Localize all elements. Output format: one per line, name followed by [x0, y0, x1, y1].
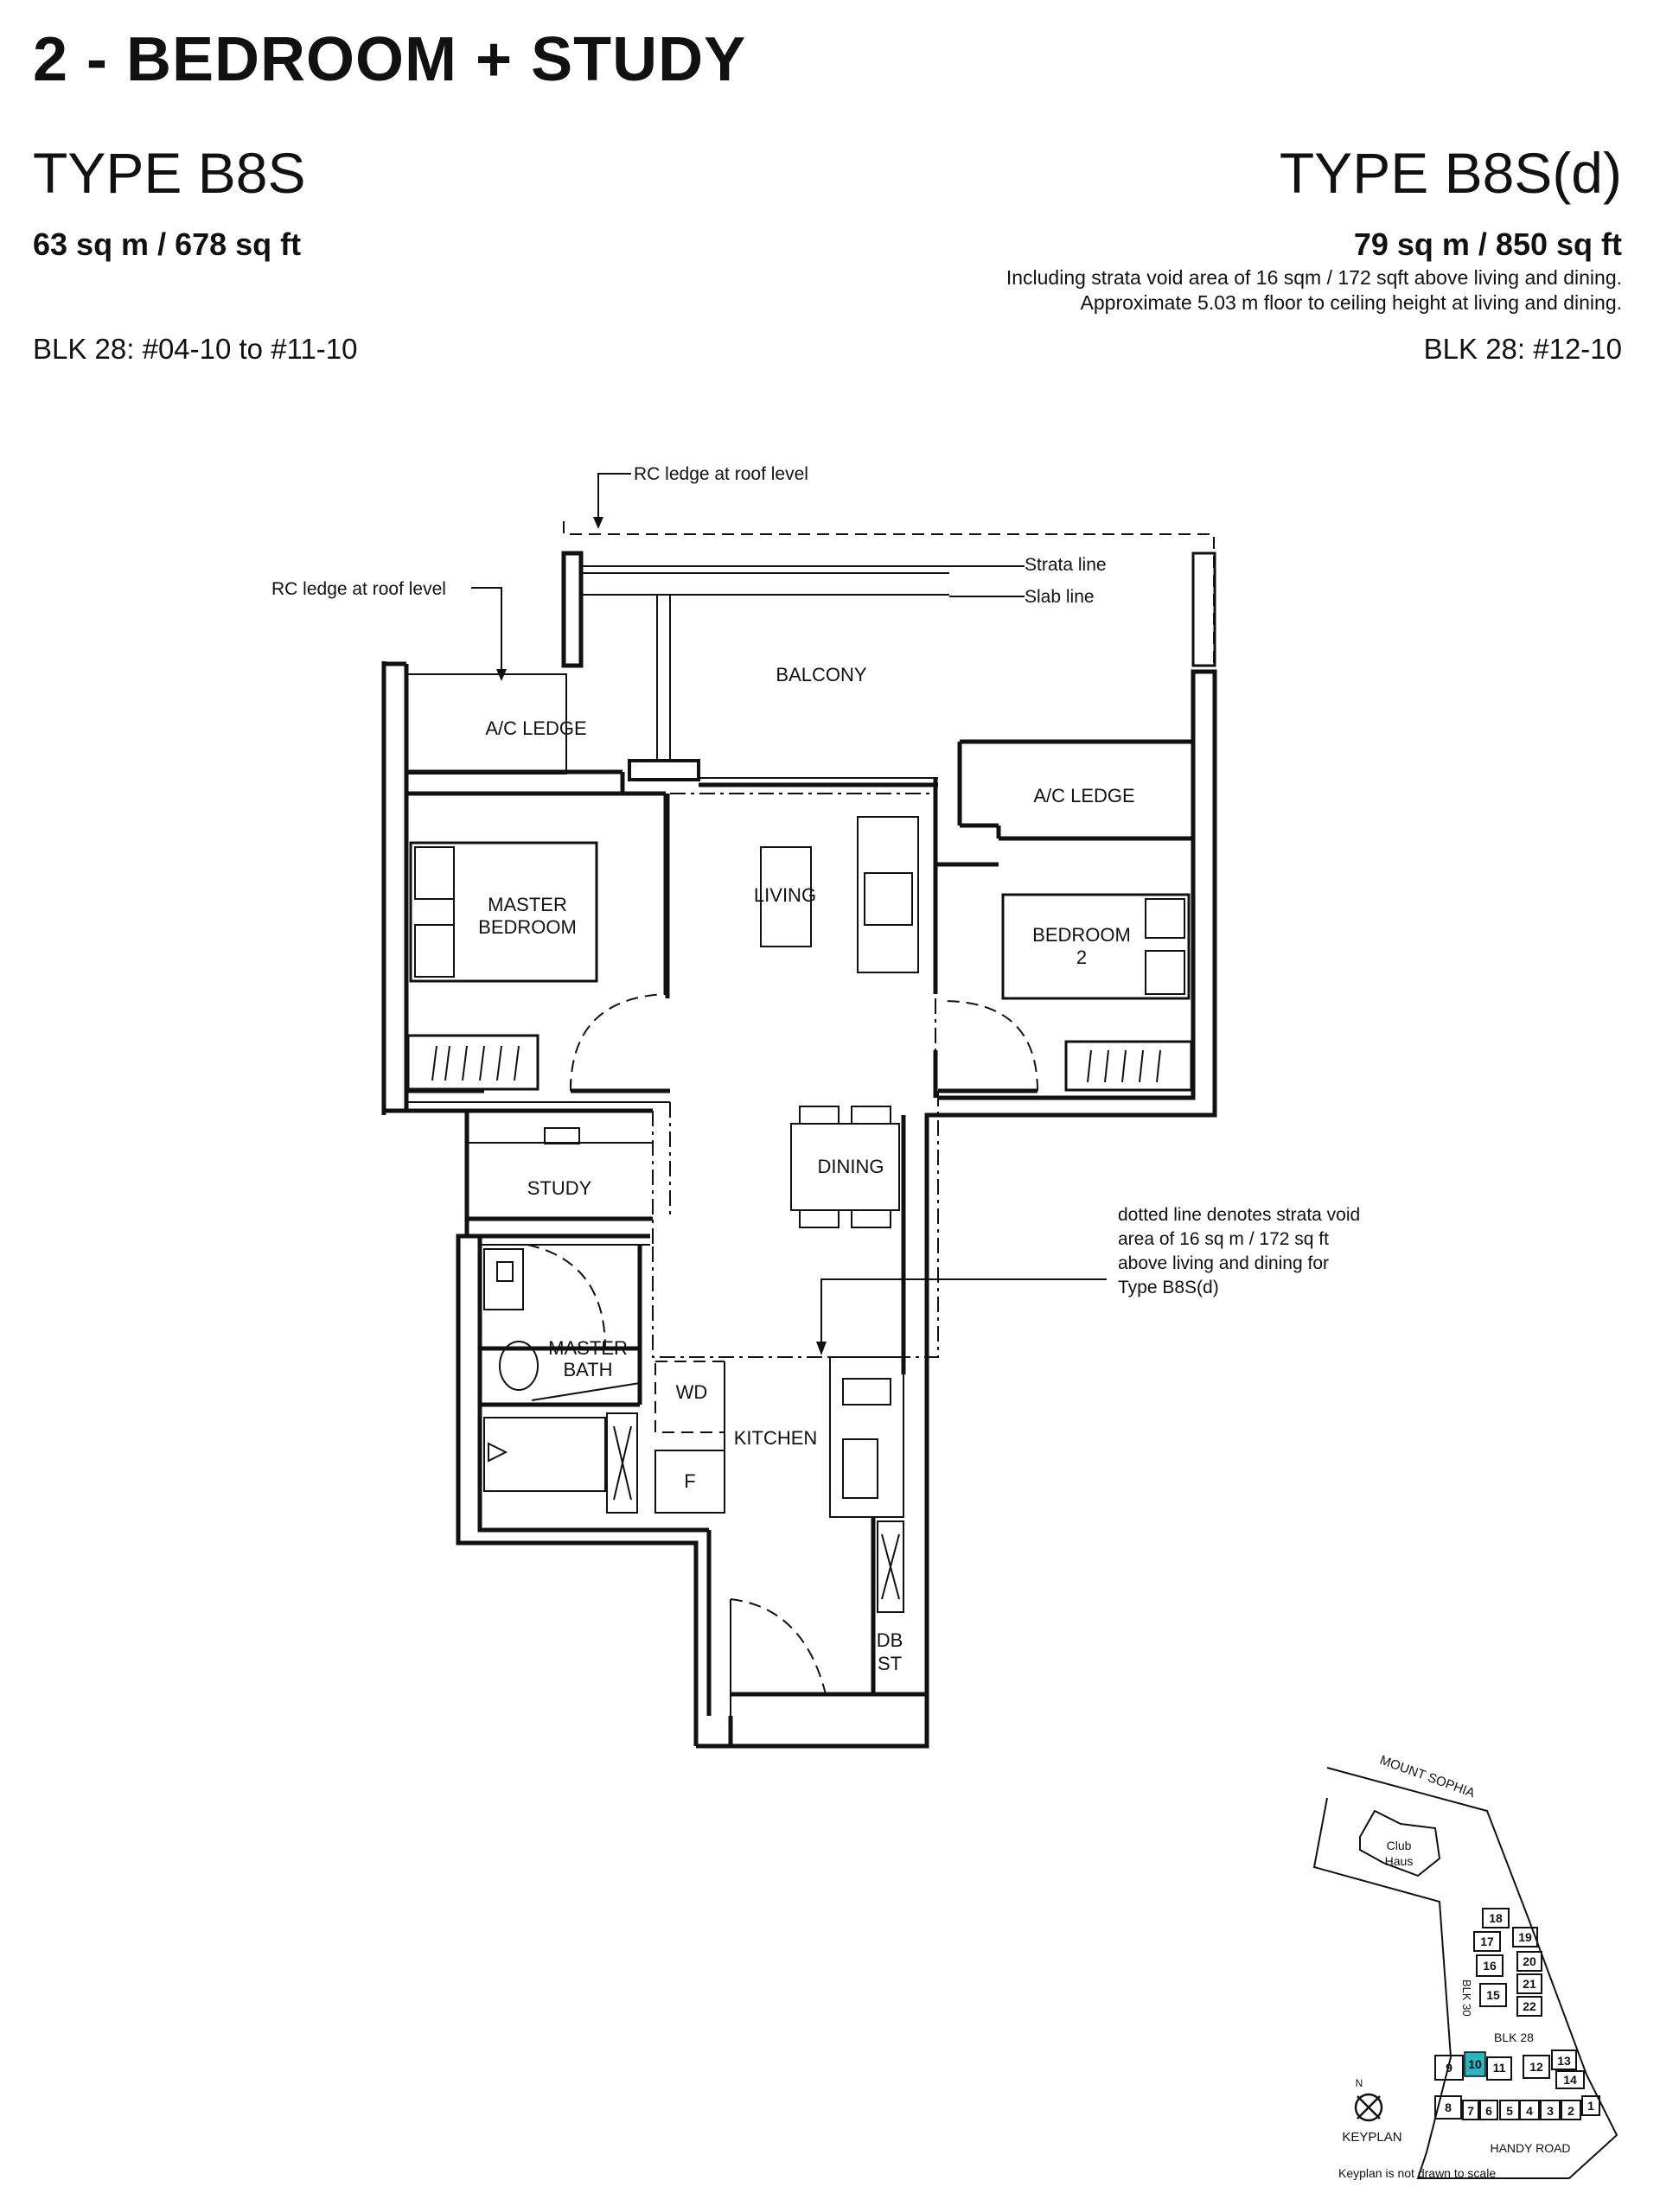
keyplan-unit-5: 5: [1506, 2104, 1513, 2118]
void-note-line4: Type B8S(d): [1118, 1278, 1219, 1297]
room-ac-ledge-right: A/C LEDGE: [1033, 785, 1134, 806]
strata-line-label: Strata line: [1025, 555, 1107, 575]
keyplan-club-l1: Club: [1387, 1839, 1412, 1852]
room-wd: WD: [676, 1381, 708, 1403]
keyplan-blk28: BLK 28: [1494, 2030, 1534, 2044]
keyplan-unit-7: 7: [1467, 2104, 1474, 2118]
ceiling-height-note: Approximate 5.03 m floor to ceiling heig…: [1080, 291, 1622, 314]
keyplan-unit-8: 8: [1445, 2100, 1452, 2114]
room-master-bath-l1: MASTER: [548, 1337, 628, 1359]
furniture: [406, 816, 1193, 1349]
block-units-left: BLK 28: #04-10 to #11-10: [33, 333, 358, 365]
interior-walls: [405, 595, 1193, 1716]
strata-void-outline: [652, 793, 939, 1358]
strata-void-note: Including strata void area of 16 sqm / 1…: [1006, 266, 1622, 289]
unit-area-right: 79 sq m / 850 sq ft: [1353, 226, 1622, 262]
room-db-l1: DB: [877, 1629, 903, 1651]
keyplan-unit-20: 20: [1523, 1954, 1536, 1968]
page-title: 2 - BEDROOM + STUDY: [33, 25, 747, 94]
keyplan-unit-2: 2: [1567, 2104, 1574, 2118]
keyplan-unit-18: 18: [1489, 1911, 1503, 1925]
keyplan-unit-16: 16: [1483, 1959, 1497, 1973]
keyplan-footnote: Keyplan is not drawn to scale: [1338, 2166, 1496, 2180]
room-dining: DINING: [818, 1156, 884, 1177]
room-study: STUDY: [527, 1177, 592, 1199]
unit-area-left: 63 sq m / 678 sq ft: [33, 226, 302, 262]
keyplan-unit-3: 3: [1547, 2104, 1554, 2118]
void-note-line1: dotted line denotes strata void: [1118, 1205, 1360, 1225]
unit-type-right: TYPE B8S(d): [1279, 141, 1622, 205]
room-balcony: BALCONY: [776, 664, 866, 685]
room-kitchen: KITCHEN: [734, 1427, 818, 1449]
keyplan-unit-22: 22: [1523, 1999, 1536, 2013]
keyplan-label: KEYPLAN: [1342, 2130, 1401, 2145]
rc-ledge-top-label: RC ledge at roof level: [634, 464, 808, 484]
keyplan-unit-10: 10: [1468, 2057, 1482, 2071]
room-db-l2: ST: [878, 1653, 902, 1674]
keyplan: MOUNT SOPHIA Club Haus BLK 30 BLK 28: [1312, 1753, 1618, 2180]
north-label: N: [1356, 2077, 1363, 2089]
block-units-right: BLK 28: #12-10: [1423, 333, 1622, 365]
keyplan-blk30: BLK 30: [1460, 1979, 1473, 2017]
unit-type-left: TYPE B8S: [33, 141, 306, 205]
north-arrow-icon: N: [1354, 2077, 1383, 2122]
slab-line-label: Slab line: [1025, 587, 1095, 607]
room-master-bath-l2: BATH: [563, 1359, 612, 1380]
room-bedroom2-l1: BEDROOM: [1032, 924, 1131, 946]
keyplan-highlight-unit: [1464, 2051, 1486, 2077]
room-fridge: F: [684, 1470, 695, 1492]
keyplan-unit-15: 15: [1486, 1988, 1500, 2002]
room-master-bedroom-l2: BEDROOM: [478, 916, 577, 938]
keyplan-unit-11: 11: [1493, 2061, 1506, 2075]
keyplan-club-l2: Haus: [1385, 1854, 1414, 1868]
keyplan-unit-4: 4: [1526, 2104, 1533, 2118]
keyplan-unit-14: 14: [1563, 2073, 1577, 2087]
void-note-line2: area of 16 sq m / 172 sq ft: [1118, 1229, 1329, 1249]
room-living: LIVING: [754, 884, 816, 906]
keyplan-unit-9: 9: [1446, 2061, 1452, 2075]
room-bedroom2-l2: 2: [1076, 947, 1087, 968]
room-master-bedroom-l1: MASTER: [488, 894, 567, 915]
rc-ledge-left-label: RC ledge at roof level: [271, 579, 446, 599]
room-ac-ledge-left: A/C LEDGE: [485, 717, 586, 739]
keyplan-unit-12: 12: [1529, 2060, 1543, 2074]
keyplan-unit-1: 1: [1587, 2099, 1594, 2113]
keyplan-unit-19: 19: [1518, 1930, 1532, 1944]
road-mount-sophia: MOUNT SOPHIA: [1378, 1753, 1477, 1801]
roof-ledge-outline: [563, 521, 1215, 666]
exterior-walls: [381, 551, 1217, 1749]
keyplan-unit-6: 6: [1485, 2104, 1492, 2118]
keyplan-unit-21: 21: [1523, 1977, 1536, 1991]
road-handy: HANDY ROAD: [1490, 2141, 1570, 2155]
keyplan-unit-17: 17: [1480, 1935, 1494, 1948]
keyplan-unit-13: 13: [1557, 2054, 1571, 2068]
void-note-line3: above living and dining for: [1118, 1253, 1329, 1273]
